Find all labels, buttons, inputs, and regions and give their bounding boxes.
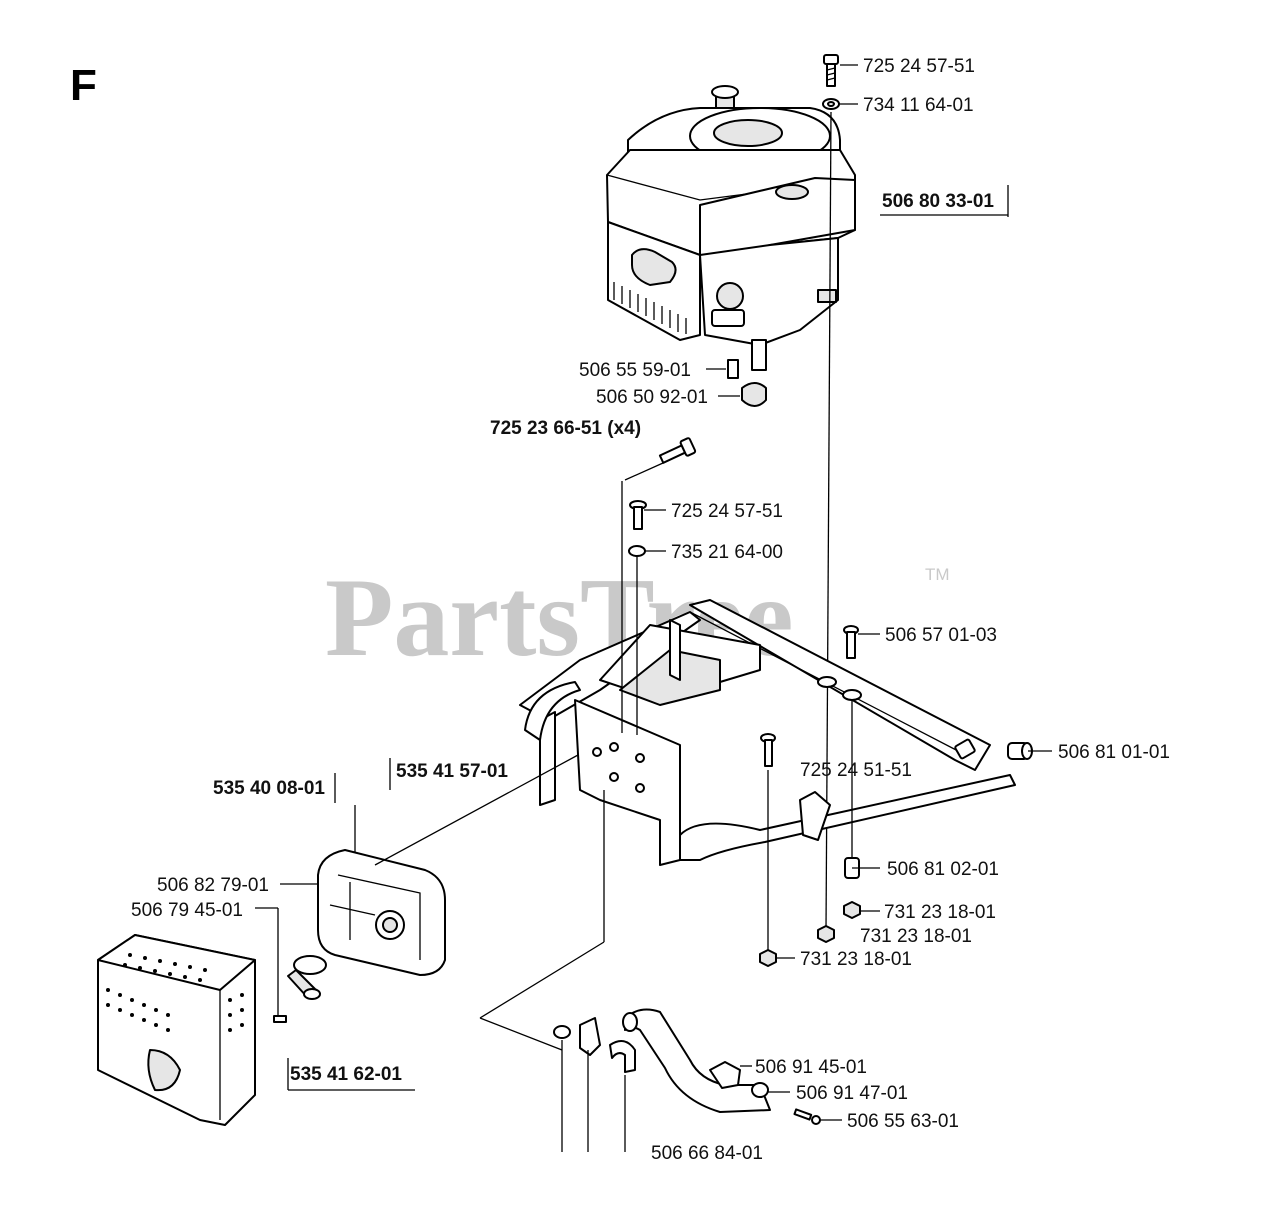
label-535-41-62-01[interactable]: 535 41 62-01 xyxy=(290,1064,402,1085)
nut-part-3[interactable] xyxy=(759,949,777,967)
leader-line xyxy=(825,111,832,931)
label-735-21-64-00[interactable]: 735 21 64-00 xyxy=(671,542,783,563)
u-bolt-part[interactable] xyxy=(609,1040,636,1073)
leader-lines xyxy=(255,64,1052,1152)
spacer-part[interactable] xyxy=(741,382,767,407)
label-734-11-64-01[interactable]: 734 11 64-01 xyxy=(863,95,974,116)
muffler-outlet-part[interactable] xyxy=(287,955,327,1000)
exhaust-clamp-part[interactable] xyxy=(579,1017,601,1056)
label-535-40-08-01[interactable]: 535 40 08-01 xyxy=(213,778,325,799)
gasket-part[interactable] xyxy=(709,1061,741,1089)
exhaust-screw-part[interactable] xyxy=(793,1108,821,1125)
label-506-66-84-01[interactable]: 506 66 84-01 xyxy=(651,1143,763,1164)
nut-part-1[interactable] xyxy=(843,901,861,919)
plate-bolt-part[interactable] xyxy=(629,500,647,530)
rail-bolt-part[interactable] xyxy=(843,625,859,659)
label-506-81-01-01[interactable]: 506 81 01-01 xyxy=(1058,742,1170,763)
top-bolt-part[interactable] xyxy=(823,54,839,87)
mounting-bolt-part[interactable] xyxy=(658,437,697,467)
label-506-80-33-01[interactable]: 506 80 33-01 xyxy=(882,191,994,212)
label-506-50-92-01[interactable]: 506 50 92-01 xyxy=(596,387,708,408)
pipe-clamp-part[interactable] xyxy=(751,1082,769,1098)
frame-bolt-part[interactable] xyxy=(760,733,776,767)
engine-subframe-drawing[interactable] xyxy=(519,599,1016,866)
label-506-55-63-01[interactable]: 506 55 63-01 xyxy=(847,1111,959,1132)
label-506-55-59-01[interactable]: 506 55 59-01 xyxy=(579,360,691,381)
label-506-91-45-01[interactable]: 506 91 45-01 xyxy=(755,1057,867,1078)
nut-part-2[interactable] xyxy=(817,925,835,943)
label-725-24-57-51-top[interactable]: 725 24 57-51 xyxy=(863,56,975,77)
guard-screw-part[interactable] xyxy=(273,1015,287,1023)
label-506-91-47-01[interactable]: 506 91 47-01 xyxy=(796,1083,908,1104)
muffler-drawing[interactable] xyxy=(317,849,446,976)
exhaust-nut-part[interactable] xyxy=(553,1025,571,1039)
watermark-trademark: TM xyxy=(925,565,950,584)
label-725-24-57-51-mid[interactable]: 725 24 57-51 xyxy=(671,501,783,522)
frame-washer-part[interactable] xyxy=(842,689,862,701)
label-725-23-66-51[interactable]: 725 23 66-51 (x4) xyxy=(490,418,641,439)
label-506-57-01-03[interactable]: 506 57 01-03 xyxy=(885,625,997,646)
key-part[interactable] xyxy=(727,359,739,379)
plate-washer-part[interactable] xyxy=(628,545,646,557)
label-506-82-79-01[interactable]: 506 82 79-01 xyxy=(157,875,269,896)
muffler-guard-drawing[interactable] xyxy=(97,934,256,1126)
label-535-41-57-01[interactable]: 535 41 57-01 xyxy=(396,761,508,782)
end-cap-part[interactable] xyxy=(1007,742,1033,760)
frame-hole-part[interactable] xyxy=(817,676,837,688)
label-731-23-18-01-c[interactable]: 731 23 18-01 xyxy=(800,949,912,970)
engine-drawing[interactable] xyxy=(606,85,856,371)
label-725-24-51-51[interactable]: 725 24 51-51 xyxy=(800,760,912,781)
exhaust-pipe-part[interactable] xyxy=(622,1008,771,1113)
label-731-23-18-01-b[interactable]: 731 23 18-01 xyxy=(860,926,972,947)
section-letter: F xyxy=(70,61,97,110)
label-506-81-02-01[interactable]: 506 81 02-01 xyxy=(887,859,999,880)
label-506-79-45-01[interactable]: 506 79 45-01 xyxy=(131,900,243,921)
label-731-23-18-01-a[interactable]: 731 23 18-01 xyxy=(884,902,996,923)
